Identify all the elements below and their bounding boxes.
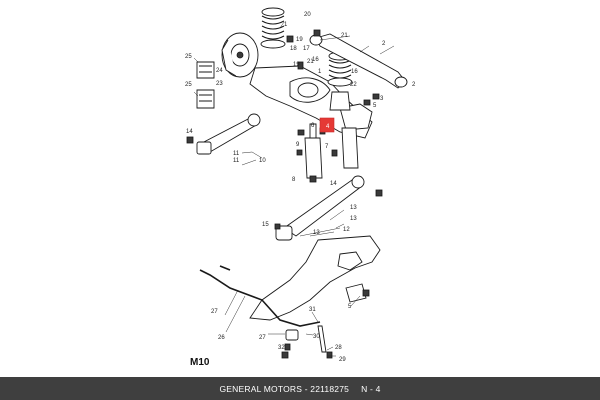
- callout-19: 19: [296, 37, 303, 43]
- callout-25: 25: [185, 54, 192, 60]
- callout-20: 20: [304, 12, 311, 18]
- callout-13b: 13: [350, 216, 357, 222]
- callout-31: 31: [309, 307, 316, 313]
- callout-30: 30: [313, 334, 320, 340]
- callout-1b: 1: [318, 69, 322, 75]
- footer-position: N - 4: [361, 383, 381, 394]
- footer-part-number: 22118275: [310, 383, 350, 394]
- callout-22: 22: [350, 82, 357, 88]
- callout-labels: 1 20 19 21 2 18 17 16 19 21 25 24 23 1 1…: [185, 12, 416, 363]
- panhard-rod: [275, 175, 365, 241]
- callout-14: 14: [186, 129, 193, 135]
- callout-2: 2: [382, 41, 386, 47]
- leader-lines: [193, 21, 395, 357]
- callout-7: 7: [325, 144, 329, 150]
- callout-11b: 11: [233, 158, 240, 164]
- callout-10: 10: [259, 158, 266, 164]
- callout-29: 29: [339, 357, 346, 363]
- footer-bar: GENERAL MOTORS - 22118275 N - 4: [0, 377, 600, 400]
- callout-4: 4: [326, 124, 330, 130]
- callout-32: 32: [278, 345, 285, 351]
- callout-18: 18: [290, 46, 297, 52]
- coil-spring-left: [260, 7, 286, 49]
- callout-27: 27: [211, 309, 218, 315]
- callout-28: 28: [335, 345, 342, 351]
- callout-21b: 21: [307, 59, 314, 65]
- chassis-frame: [249, 235, 381, 321]
- mounting-bracket-lower: [196, 89, 215, 109]
- callout-12: 12: [343, 227, 350, 233]
- callout-16b: 16: [351, 69, 358, 75]
- callout-5b: 5: [348, 304, 352, 310]
- callout-24: 24: [216, 68, 223, 74]
- callout-6: 6: [311, 123, 315, 129]
- shock-absorber: [304, 123, 359, 179]
- diagram-code-label: M10: [190, 357, 210, 368]
- footer-brand: GENERAL MOTORS: [219, 383, 303, 394]
- callout-11: 11: [233, 151, 240, 157]
- brake-disc: [221, 32, 259, 78]
- callout-13c: 13: [313, 230, 320, 236]
- highlighted-part-box: [319, 117, 335, 133]
- callout-15: 15: [262, 222, 269, 228]
- callout-23: 23: [216, 81, 223, 87]
- callout-13: 13: [350, 205, 357, 211]
- callout-14b: 14: [330, 181, 337, 187]
- callout-2b: 2: [412, 82, 416, 88]
- rear-axle-housing: [249, 65, 373, 139]
- callout-16: 16: [312, 57, 319, 63]
- callout-9: 9: [296, 142, 300, 148]
- callout-17: 17: [303, 46, 310, 52]
- callout-1: 1: [284, 22, 288, 28]
- callout-3: 3: [380, 96, 384, 102]
- callout-27b: 27: [259, 335, 266, 341]
- callout-21: 21: [341, 33, 348, 39]
- fastener-hardware: [186, 29, 383, 359]
- mounting-bracket-upper: [196, 61, 215, 79]
- callout-8: 8: [292, 177, 296, 183]
- callout-25b: 25: [185, 82, 192, 88]
- upper-control-link: [309, 33, 408, 89]
- footer-dash: -: [304, 383, 308, 394]
- callout-19b: 19: [293, 62, 300, 68]
- stabilizer-bar: [199, 265, 327, 353]
- lower-control-arm-left: [196, 113, 261, 155]
- callout-26: 26: [218, 335, 225, 341]
- callout-5: 5: [373, 103, 377, 109]
